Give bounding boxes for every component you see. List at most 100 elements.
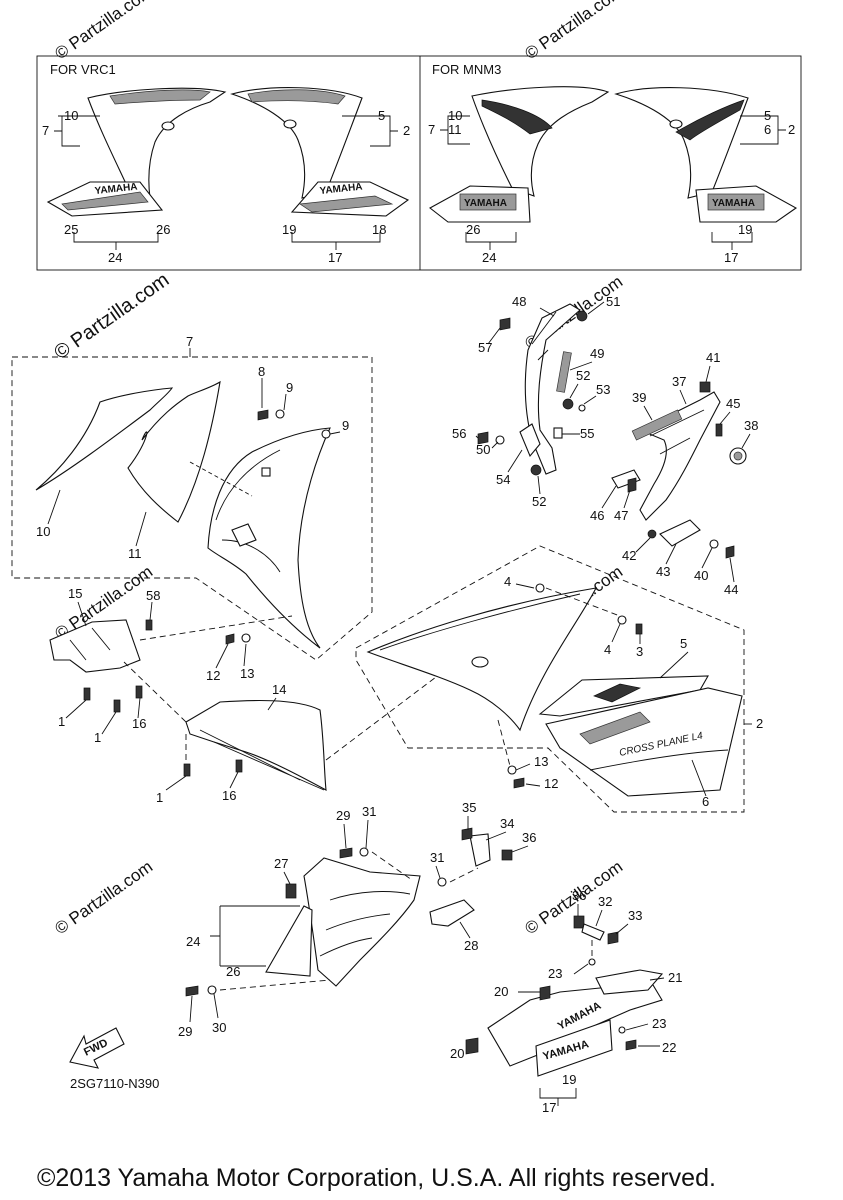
callout-35: 35 [462,800,476,815]
callout-21: 21 [668,970,682,985]
nut-36b [573,915,585,929]
mnm3-right-hole [669,119,683,129]
washer-40 [709,539,719,549]
callout-24: 24 [186,934,200,949]
callout-20a: 20 [494,984,508,999]
callout-6-inset-r: 6 [764,122,771,137]
washer-30 [207,985,217,995]
callout-2-inset-l: 2 [403,123,410,138]
callout-53: 53 [596,382,610,397]
mnm3-left-logo-box [459,193,517,211]
nut-42 [647,529,657,539]
vrc1-right-logo: YAMAHA [319,182,363,197]
callout-11: 11 [128,546,142,561]
callout-20b: 20 [450,1046,464,1061]
washer-9b [321,429,331,439]
screw-22 [625,1039,637,1051]
callout-52b: 52 [532,494,546,509]
vrc1-left-hole [161,121,175,131]
callout-31a: 31 [362,804,376,819]
bolt-44 [725,545,735,559]
callout-48: 48 [512,294,526,309]
leaders-duct-group [601,365,751,583]
fwd-arrow: FWD [69,1027,125,1069]
callout-55: 55 [580,426,594,441]
cover-28 [429,899,475,927]
callout-19-inset-l: 19 [282,222,296,237]
fwd-arrow-icon [69,1027,125,1069]
duct-37-detail [649,409,705,455]
upper-cowling-details [215,449,281,573]
watermark-tr: © Partzilla.com [521,0,626,63]
callout-57: 57 [478,340,492,355]
bolt-56 [477,431,489,445]
callout-31b: 31 [430,850,444,865]
callout-46: 46 [590,508,604,523]
callout-14: 14 [272,682,286,697]
callout-44: 44 [724,582,738,597]
group-inner-panel: 15 58 1 1 16 1 16 12 13 14 [49,586,441,805]
callout-38: 38 [744,418,758,433]
washer-13b [507,765,517,775]
vrc1-right-lower-stripe [299,195,394,213]
stay-48 [524,303,581,475]
bracket-15-detail [69,627,111,661]
callout-24-inset-r: 24 [482,250,496,265]
callout-1a: 1 [58,714,65,729]
callout-4b: 4 [604,642,611,657]
clip-20b [465,1037,479,1055]
callout-11-inset-r: 11 [448,122,462,137]
callout-1b: 1 [94,730,101,745]
damper-49 [556,351,572,393]
leaders-inner-group [65,601,277,791]
variant-left-label: FOR VRC1 [50,62,116,77]
mnm3-right-logo-box [707,193,765,211]
side-panel-hole [471,656,489,668]
dashed-assembly-lines [123,615,441,761]
callout-22: 22 [662,1040,676,1055]
plate-46 [611,469,641,489]
group-2-dashed-box [355,545,745,813]
inner-panel-14 [185,699,327,791]
callout-41: 41 [706,350,720,365]
callout-43: 43 [656,564,670,579]
watermark-main: © Partzilla.com [50,269,173,364]
callout-16a: 16 [132,716,146,731]
bolt-45 [715,423,723,437]
callout-9b: 9 [342,418,349,433]
inner-panel-details [199,729,325,791]
callout-51: 51 [606,294,620,309]
inset-bracket-24b [465,232,517,250]
group-7-dashed-box [11,356,373,661]
bolt-35 [461,827,473,841]
side-panel-edge [379,593,581,651]
bolt-29a [339,847,353,859]
decal-6-line [589,749,729,771]
washer-4a [535,583,545,593]
duct-37 [638,391,721,521]
clamp-43 [659,519,701,547]
lower-cowling-ribs [319,891,411,957]
mnm3-right-logo: YAMAHA [712,198,755,209]
bolt-57 [499,317,511,331]
washer-31b [437,877,447,887]
screw-58 [145,619,153,631]
callout-8: 8 [258,364,265,379]
washer-13a [241,633,251,643]
callout-26: 26 [226,964,240,979]
callout-13b: 13 [534,754,548,769]
group-side-panel: CROSS PLANE L4 4 4 3 5 2 6 13 12 [355,545,763,813]
callout-16b: 16 [222,788,236,803]
group-left-cowling: 7 8 9 9 10 11 [11,334,373,661]
mnm3-right-cowling [614,87,749,199]
bolt-47 [627,477,637,493]
variant-right-label: FOR MNM3 [432,62,501,77]
collar-55 [553,427,563,439]
callout-23a: 23 [548,966,562,981]
nut-51 [576,310,588,322]
callout-10-inset-r: 10 [448,108,462,123]
screw-16b [235,759,243,773]
callout-37: 37 [672,374,686,389]
inset-bracket-2b [740,115,786,145]
callout-52a: 52 [576,368,590,383]
